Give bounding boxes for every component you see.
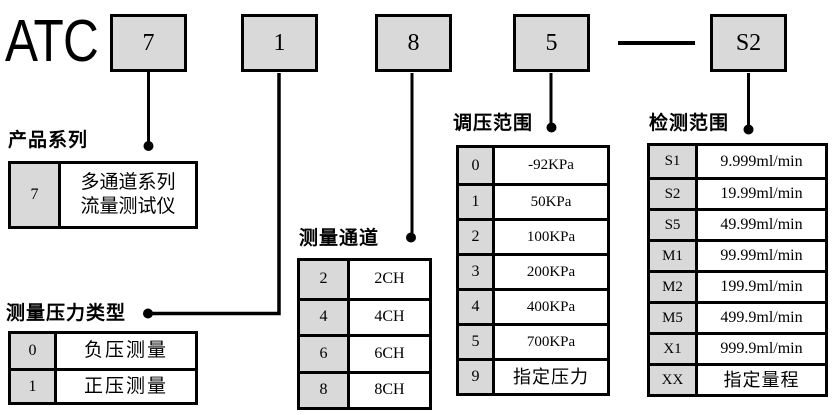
table-row: M2 199.9ml/min (650, 270, 825, 301)
detection-range-table: S1 9.999ml/min S2 19.99ml/min S5 49.99ml… (647, 143, 828, 397)
table-row: 1 50KPa (459, 183, 607, 218)
row-value: 50KPa (530, 193, 572, 210)
row-code: X1 (650, 335, 698, 363)
row-value: 700KPa (526, 333, 576, 350)
row-value: 8CH (374, 381, 405, 399)
code-box-series: 7 (110, 14, 187, 72)
table-row: S2 19.99ml/min (650, 177, 825, 208)
row-value: 多通道系列 流量测试仪 (80, 172, 176, 217)
row-value: 200KPa (526, 263, 576, 280)
row-code: S5 (650, 211, 698, 239)
row-code: 4 (459, 291, 495, 323)
row-value: 100KPa (526, 228, 576, 245)
row-value: 指定量程 (723, 369, 800, 390)
row-value: 6CH (374, 344, 405, 362)
table-row: 4 400KPa (459, 288, 607, 323)
series-table: 7 多通道系列 流量测试仪 (8, 161, 198, 229)
connector-regulation-dot (546, 122, 557, 133)
row-value: 负压测量 (83, 340, 168, 362)
row-code: M5 (650, 304, 698, 332)
table-row: 0 负压测量 (11, 334, 195, 368)
table-row: M5 499.9ml/min (650, 301, 825, 332)
table-row: 8 8CH (300, 370, 429, 407)
row-value: 49.99ml/min (720, 216, 803, 233)
row-code: M1 (650, 242, 698, 270)
section-title-detection: 检测范围 (649, 113, 730, 134)
row-code: S2 (650, 180, 698, 208)
connector-channels-dot (406, 232, 416, 243)
row-code: 7 (11, 164, 61, 226)
table-row: S5 49.99ml/min (650, 208, 825, 239)
row-value: 9.999ml/min (720, 152, 803, 170)
table-row: 5 700KPa (459, 323, 607, 358)
table-row: 7 多通道系列 流量测试仪 (11, 164, 195, 226)
section-title-regulation: 调压范围 (453, 113, 534, 134)
table-row: 1 正压测量 (11, 368, 195, 402)
row-value: 2CH (374, 270, 405, 288)
section-title-pressure-type: 测量压力类型 (6, 303, 127, 324)
row-value: 4CH (374, 308, 405, 326)
row-value: 400KPa (526, 298, 576, 315)
table-row: 9 指定压力 (459, 358, 607, 393)
table-row: 2 100KPa (459, 218, 607, 253)
connector-detection-dot (743, 124, 754, 135)
row-code: 3 (459, 256, 495, 288)
row-value: -92KPa (528, 157, 574, 174)
row-code: 4 (300, 300, 350, 334)
row-code: 1 (11, 371, 57, 402)
pressure-type-table: 0 负压测量 1 正压测量 (8, 331, 198, 405)
table-row: 0 -92KPa (459, 148, 607, 183)
row-code: 1 (459, 186, 495, 218)
table-row: M1 99.99ml/min (650, 239, 825, 270)
table-row: X1 999.9ml/min (650, 332, 825, 363)
row-code: M2 (650, 273, 698, 301)
row-code: 0 (11, 334, 57, 368)
row-value: 999.9ml/min (720, 340, 803, 357)
row-value: 指定压力 (513, 366, 589, 387)
code-box-pressure-type: 1 (241, 14, 318, 72)
table-row: 6 6CH (300, 334, 429, 371)
row-value: 正压测量 (83, 375, 168, 397)
section-title-channels: 测量通道 (299, 228, 380, 249)
row-code: 2 (300, 261, 350, 298)
code-box-detection: S2 (710, 14, 787, 72)
row-code: 9 (459, 361, 495, 393)
table-row: XX 指定量程 (650, 363, 825, 394)
row-code: 6 (300, 337, 350, 371)
row-value: 499.9ml/min (720, 309, 803, 326)
table-row: 2 2CH (300, 261, 429, 298)
table-row: 3 200KPa (459, 253, 607, 288)
row-value: 199.9ml/min (720, 278, 803, 295)
table-row: 4 4CH (300, 297, 429, 334)
regulation-range-table: 0 -92KPa 1 50KPa 2 100KPa 3 200KPa 4 400… (456, 145, 610, 396)
row-value: 99.99ml/min (720, 247, 803, 264)
row-code: S1 (650, 146, 698, 177)
table-row: S1 9.999ml/min (650, 146, 825, 177)
code-box-regulation: 5 (513, 14, 590, 72)
brand-text: ATC (5, 8, 99, 74)
row-code: 8 (300, 373, 350, 407)
section-title-series: 产品系列 (8, 130, 89, 151)
row-code: 2 (459, 221, 495, 253)
connector-pressure-type-dot (143, 308, 153, 319)
row-value: 19.99ml/min (720, 185, 803, 202)
code-box-channels: 8 (375, 14, 452, 72)
row-code: XX (650, 366, 698, 394)
row-code: 0 (459, 148, 495, 183)
connector-series-dot (143, 141, 154, 151)
channels-table: 2 2CH 4 4CH 6 6CH 8 8CH (297, 258, 432, 410)
row-code: 5 (459, 326, 495, 358)
